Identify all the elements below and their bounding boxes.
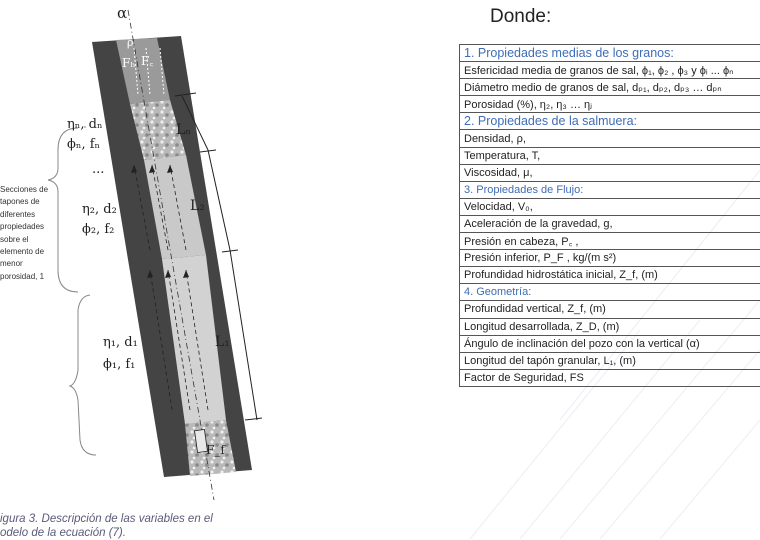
two-phi-label: ϕ₂, f₂ <box>82 222 114 237</box>
table-cell: Porosidad (%), η₂, η₃ … ηⱼ <box>460 96 760 113</box>
table-row: Factor de Seguridad, FS <box>460 369 760 386</box>
one-eta-label: η₁, d₁ <box>103 335 138 350</box>
table-row: Densidad, ρ, <box>460 130 760 147</box>
fc-label: F꜀ <box>141 52 153 69</box>
table-cell: 4. Geometría: <box>460 284 760 301</box>
table-row: Longitud desarrollada, Z_D, (m) <box>460 318 760 335</box>
table-row: Ángulo de inclinación del pozo con la ve… <box>460 335 760 352</box>
table-cell: Profundidad vertical, Z_f, (m) <box>460 301 760 318</box>
table-section-header: 3. Propiedades de Flujo: <box>460 181 760 198</box>
table-cell: 2. Propiedades de la salmuera: <box>460 113 760 130</box>
table-section-header: 1. Propiedades medias de los granos: <box>460 45 760 62</box>
sections-note: Secciones de tapones de diferentes propi… <box>0 184 48 283</box>
table-cell: Ángulo de inclinación del pozo con la ve… <box>460 335 760 352</box>
dots-label: ... <box>92 162 104 177</box>
sections-line: diferentes <box>0 209 48 221</box>
table-cell: Factor de Seguridad, FS <box>460 369 760 386</box>
fh-label: Fₕ <box>122 56 136 70</box>
sections-line: sobre el <box>0 234 48 246</box>
caption-line: igura 3. Descripción de las variables en… <box>0 512 260 526</box>
table-cell: Densidad, ρ, <box>460 130 760 147</box>
caption-line: odelo de la ecuación (7). <box>0 526 260 540</box>
table-row: Velocidad, V₀, <box>460 198 760 215</box>
table-cell: Longitud del tapón granular, L₁, (m) <box>460 352 760 369</box>
properties-table: 1. Propiedades medias de los granos:Esfe… <box>459 44 760 387</box>
donde-heading: Donde: <box>490 6 551 28</box>
ff-label: F_f <box>206 443 225 457</box>
table-cell: Presión inferior, P_F , kg/(m s²) <box>460 250 760 267</box>
table-cell: Viscosidad, μ, <box>460 164 760 181</box>
l1-label: L₁ <box>215 334 230 350</box>
sections-line: tapones de <box>0 196 48 208</box>
table-row: Temperatura, T, <box>460 147 760 164</box>
sections-line: Secciones de <box>0 184 48 196</box>
table-cell: Profundidad hidrostática inicial, Z_f, (… <box>460 267 760 284</box>
table-row: Aceleración de la gravedad, g, <box>460 215 760 232</box>
table-row: Profundidad hidrostática inicial, Z_f, (… <box>460 267 760 284</box>
l2-label: L₂ <box>190 198 205 214</box>
table-cell: 1. Propiedades medias de los granos: <box>460 45 760 62</box>
table-row: Presión en cabeza, P꜀ , <box>460 233 760 250</box>
table-row: Profundidad vertical, Z_f, (m) <box>460 301 760 318</box>
figure-caption: igura 3. Descripción de las variables en… <box>0 512 260 540</box>
table-cell: 3. Propiedades de Flujo: <box>460 181 760 198</box>
table-section-header: 2. Propiedades de la salmuera: <box>460 113 760 130</box>
table-cell: Esfericidad media de granos de sal, ϕ₁, … <box>460 62 760 79</box>
table-row: Esfericidad media de granos de sal, ϕ₁, … <box>460 62 760 79</box>
sections-line: propiedades <box>0 221 48 233</box>
table-row: Diámetro medio de granos de sal, dₚ₁, dₚ… <box>460 79 760 96</box>
table-row: Viscosidad, μ, <box>460 164 760 181</box>
table-row: Porosidad (%), η₂, η₃ … ηⱼ <box>460 96 760 113</box>
sections-line: porosidad, 1 <box>0 271 48 283</box>
table-row: Presión inferior, P_F , kg/(m s²) <box>460 250 760 267</box>
table-cell: Aceleración de la gravedad, g, <box>460 215 760 232</box>
one-phi-label: ϕ₁, f₁ <box>103 357 135 372</box>
two-eta-label: η₂, d₂ <box>82 202 117 217</box>
sections-line: menor <box>0 258 48 270</box>
alpha-label: α <box>117 4 127 22</box>
n-phi-label: ϕₙ, fₙ <box>67 137 100 152</box>
left-braces <box>48 127 96 455</box>
table-section-header: 4. Geometría: <box>460 284 760 301</box>
table-cell: Diámetro medio de granos de sal, dₚ₁, dₚ… <box>460 79 760 96</box>
table-cell: Presión en cabeza, P꜀ , <box>460 233 760 250</box>
table-row: Longitud del tapón granular, L₁, (m) <box>460 352 760 369</box>
rho-label: ρ <box>127 36 133 49</box>
pipe-diagram <box>0 0 460 539</box>
table-cell: Longitud desarrollada, Z_D, (m) <box>460 318 760 335</box>
table-cell: Temperatura, T, <box>460 147 760 164</box>
sections-line: elemento de <box>0 246 48 258</box>
n-eta-label: ηₙ, dₙ <box>67 117 103 132</box>
ln-label: Lₙ <box>176 122 191 138</box>
table-cell: Velocidad, V₀, <box>460 198 760 215</box>
